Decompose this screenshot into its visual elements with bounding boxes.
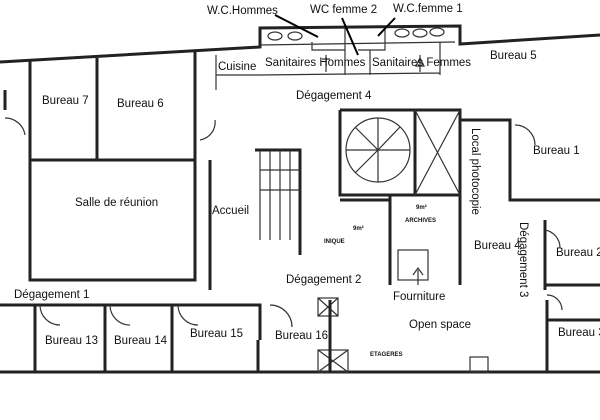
arrow-wc-hommes [274,14,319,38]
room-bureau-1: Bureau 1 [533,145,580,157]
room-archives: ARCHIVES [405,218,436,224]
room-bureau-13: Bureau 13 [45,335,98,347]
callout-wc-hommes: W.C.Hommes [207,5,278,17]
room-bureau-14: Bureau 14 [114,335,168,347]
room-bureau-15: Bureau 15 [190,328,243,340]
room-degagement-4: Dégagement 4 [296,90,372,102]
wall-lower-offices [0,300,332,372]
door-arc [514,124,563,311]
sink-icon [287,31,303,41]
fourniture-arrow [412,266,424,285]
arrow-wc-femme-2 [341,17,359,56]
sink-icon [412,28,428,38]
room-bureau-4: Bureau 4 [474,240,521,252]
shelf-box [317,349,349,373]
stair-steps [259,150,300,240]
room-bureau-3: Bureau 3 [558,327,600,339]
pillar-cross [317,297,339,317]
room-bureau-6: Bureau 6 [117,98,164,110]
door-arc [39,304,293,328]
shelf-box [469,356,489,373]
room-open-space: Open space [409,319,471,331]
room-salle-reunion: Salle de réunion [75,197,158,209]
room-bureau-16: Bureau 16 [275,330,328,342]
archive-shaft-cross [414,109,461,196]
spiral-staircase-treads [346,118,410,182]
wall-salle-reunion [28,160,212,290]
room-degagement-2: Dégagement 2 [286,274,361,286]
wall-right [460,118,600,372]
room-bureau-5: Bureau 5 [490,50,537,62]
room-degagement-1: Dégagement 1 [14,289,89,301]
arrow-wc-femme-1 [377,17,396,37]
callout-wc-femme-2: WC femme 2 [310,4,377,16]
room-sanitaires-femmes: Sanitaires Femmes [372,57,471,69]
sanitary-block [215,28,456,90]
wall-bureau-7-6 [3,52,197,162]
room-clinique: INIQUE [324,239,345,245]
sink-icon [429,27,445,37]
room-bureau-7: Bureau 7 [42,95,89,107]
pillar-box [317,297,339,317]
room-bureau-2: Bureau 2 [556,247,600,259]
room-degagement-3: Dégagement 3 [517,222,529,297]
room-cuisine: Cuisine [218,61,256,73]
woman-icon [415,55,425,72]
shelf-cross [317,349,349,373]
archives-area: 9m² [416,204,427,211]
sink-icon [394,28,410,38]
room-accueil: Accueil [212,205,249,217]
room-fourniture: Fourniture [393,291,445,303]
clinique-area: 9m² [353,225,364,232]
sink-icon [267,31,283,41]
man-icon [322,55,330,72]
door-arc [4,117,216,141]
room-local-photocopie: Local photocopie [469,128,481,215]
room-sanitaires-hommes: Sanitaires Hommes [265,57,366,69]
label-etageres: ETAGERES [370,352,403,358]
callout-wc-femme-1: W.C.femme 1 [393,3,463,15]
outer-wall-top [0,24,600,64]
fourniture-box [397,249,429,281]
